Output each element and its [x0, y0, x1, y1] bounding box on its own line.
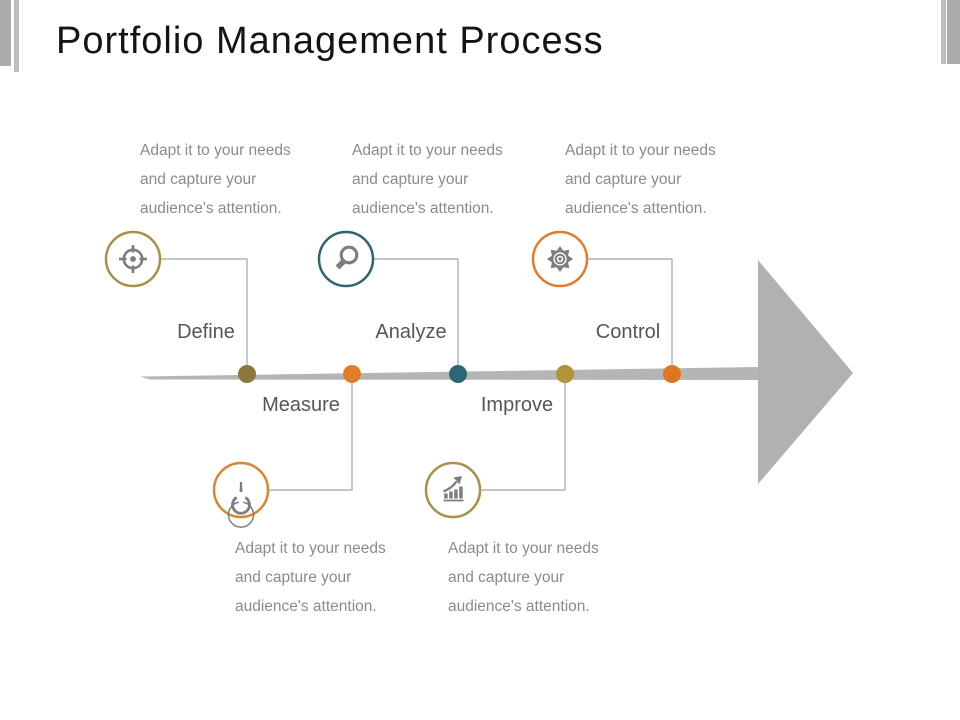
description-line: audience's attention.	[448, 598, 590, 615]
description-line: Adapt it to your needs	[140, 142, 291, 159]
stage-label-analyze: Analyze	[375, 321, 447, 343]
description-line: Adapt it to your needs	[565, 142, 716, 159]
description-improve: Adapt it to your needs and capture your …	[448, 534, 628, 621]
description-define: Adapt it to your needs and capture your …	[140, 136, 320, 223]
connector-analyze	[374, 258, 459, 367]
connector-improve	[481, 381, 566, 491]
connector-control	[588, 258, 673, 367]
step-icon-circle-analyze	[317, 230, 375, 288]
description-line: and capture your	[565, 171, 682, 188]
slide-title: Portfolio Management Process	[56, 20, 604, 62]
corner-bar-right-thin	[941, 0, 946, 64]
stage-label-control: Control	[595, 321, 661, 343]
step-icon-circle-control	[531, 230, 589, 288]
stage-label-improve: Improve	[480, 394, 554, 416]
timeline-dot-control	[663, 365, 681, 383]
description-line: audience's attention.	[565, 200, 707, 217]
timeline-dot-improve	[556, 365, 574, 383]
description-line: and capture your	[140, 171, 257, 188]
timeline-shaft	[140, 367, 758, 380]
magnifier-icon	[335, 245, 359, 270]
gear-icon	[547, 246, 573, 272]
step-icon-circle-define	[104, 230, 162, 288]
description-line: Adapt it to your needs	[352, 142, 503, 159]
corner-bar-left-thin	[14, 0, 19, 72]
step-icon-circle-improve	[424, 461, 482, 519]
timeline-arrowhead	[758, 260, 853, 484]
description-line: and capture your	[352, 171, 469, 188]
corner-bar-left-wide	[0, 0, 11, 66]
description-line: audience's attention.	[235, 598, 377, 615]
connector-measure	[268, 381, 353, 491]
timeline-dot-analyze	[449, 365, 467, 383]
description-control: Adapt it to your needs and capture your …	[565, 136, 745, 223]
description-line: and capture your	[235, 569, 352, 586]
description-line: and capture your	[448, 569, 565, 586]
description-measure: Adapt it to your needs and capture your …	[235, 534, 415, 621]
target-icon	[119, 245, 147, 273]
timeline-dot-define	[238, 365, 256, 383]
step-icon-circle-measure	[212, 461, 270, 528]
description-line: audience's attention.	[140, 200, 282, 217]
description-line: audience's attention.	[352, 200, 494, 217]
corner-bar-right-wide	[947, 0, 960, 64]
gauge-icon	[227, 482, 255, 528]
bar-chart-icon	[443, 476, 464, 502]
stage-label-measure: Measure	[262, 394, 340, 416]
description-analyze: Adapt it to your needs and capture your …	[352, 136, 532, 223]
description-line: Adapt it to your needs	[448, 540, 599, 557]
stage-label-define: Define	[177, 321, 235, 343]
description-line: Adapt it to your needs	[235, 540, 386, 557]
timeline-dot-measure	[343, 365, 361, 383]
connector-define	[161, 258, 248, 367]
